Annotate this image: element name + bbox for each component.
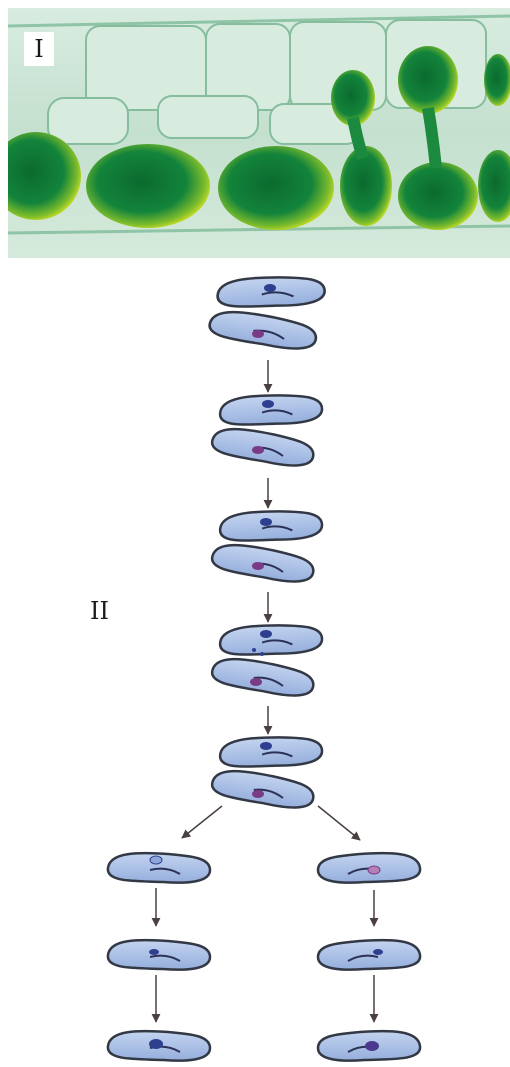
arrow-split-right [318,806,360,840]
pair-stage-2 [210,392,323,469]
left-cell-1 [108,853,210,883]
pair-stage-3 [210,508,323,585]
conjugation-diagram [0,262,510,1067]
left-cell-2 [108,940,210,970]
right-cell-3 [318,1031,420,1061]
arrow-split-left [182,806,222,838]
right-cell-2 [318,940,420,970]
panel-label-II: II [90,596,109,626]
pair-stage-1 [208,274,326,352]
panel-label-I: I [24,32,54,66]
pair-stage-4 [210,622,323,699]
left-cell-3 [108,1031,210,1061]
filament-micrograph [8,8,510,258]
right-cell-1 [318,853,420,883]
pair-stage-5 [210,734,323,811]
